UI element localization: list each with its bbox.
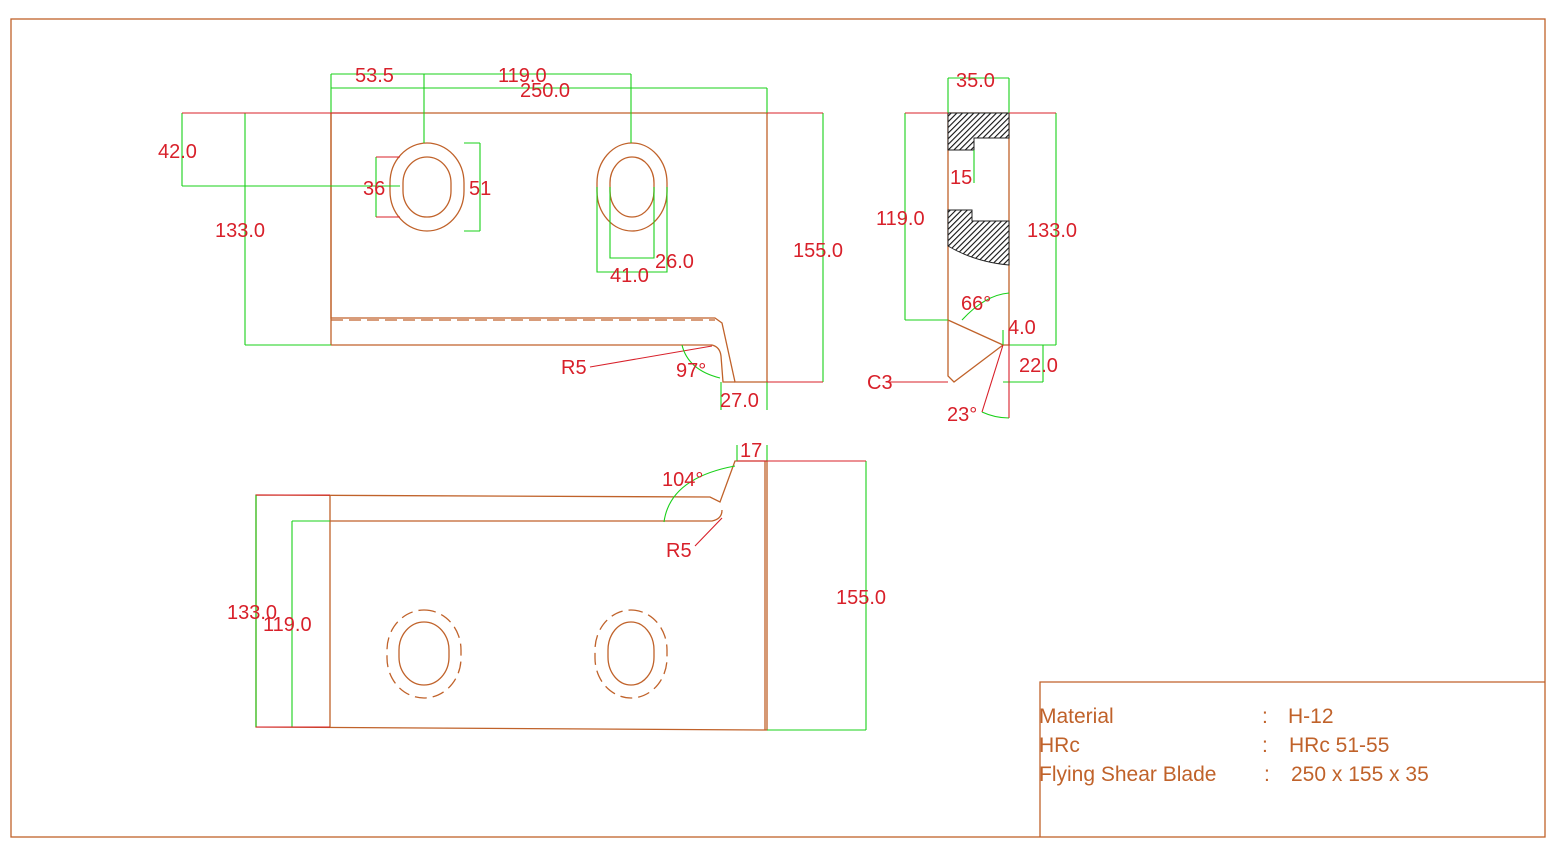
bottom-slot-right-outer (594, 609, 668, 699)
bottom-view: 17 104° R5 133.0 119.0 155.0 (227, 440, 886, 731)
bottom-slot-right-inner (607, 621, 655, 686)
dim-text-41: 41.0 (610, 265, 649, 287)
dim-line-119-bottom (291, 520, 330, 727)
dim-text-26: 26.0 (655, 251, 694, 273)
dim-text-r5: R5 (561, 357, 587, 379)
title-row-hrc-label: HRc (1039, 734, 1080, 757)
dim-text-119: 119.0 (498, 65, 547, 87)
dim-line-41-26 (596, 187, 668, 273)
slot-left-inner (402, 156, 452, 218)
dim-line-119 (424, 73, 632, 143)
dim-text-51: 51 (469, 178, 491, 200)
side-view-bevel (947, 319, 1004, 346)
title-row-hrc-value: HRc 51-55 (1289, 734, 1389, 757)
dim-text-42: 42.0 (158, 141, 197, 163)
front-view: 53.5 119.0 250.0 42.0 36 51 133.0 155.0 … (158, 65, 843, 412)
dim-line-36-51 (375, 142, 481, 232)
dim-text-c3: C3 (867, 372, 893, 394)
dim-line-27 (720, 382, 768, 410)
dim-text-119-bottom: 119.0 (263, 614, 312, 636)
dim-text-97: 97° (676, 360, 706, 382)
sheet-border (10, 18, 1546, 838)
title-row-part-label: Flying Shear Blade (1039, 763, 1216, 786)
dim-line-119-side (904, 113, 948, 321)
angle-arc-66 (961, 292, 1010, 321)
title-row-material-sep: : (1262, 705, 1268, 728)
slot-right-outer (596, 142, 668, 232)
dim-text-17: 17 (740, 440, 762, 462)
side-view: 35.0 15 119.0 133.0 66° 4.0 22.0 C3 23° (867, 70, 1077, 426)
dim-line-133-side (1009, 113, 1057, 346)
bottom-view-outline (255, 460, 768, 731)
dim-line-133 (244, 113, 331, 346)
dim-text-23: 23° (947, 404, 977, 426)
dim-text-22: 22.0 (1019, 355, 1058, 377)
dim-line-22 (1003, 345, 1044, 383)
dim-text-r5-bottom: R5 (666, 540, 692, 562)
bottom-slot-left-inner (398, 621, 450, 686)
dim-text-155-bottom: 155.0 (836, 587, 886, 609)
side-view-hatch-top (947, 112, 1010, 151)
title-block-frame (1039, 681, 1545, 837)
dim-line-42 (181, 112, 400, 187)
bottom-slot-left-outer (386, 609, 462, 699)
front-view-outline (330, 112, 768, 383)
dim-line-35 (947, 77, 1010, 113)
slot-left-outer (389, 142, 465, 232)
title-block: Material : H-12 HRc : HRc 51-55 Flying S… (1039, 681, 1545, 837)
front-view-lower-edge (331, 344, 735, 383)
title-row-material-label: Material (1039, 705, 1114, 728)
dim-text-250: 250.0 (520, 80, 570, 102)
dim-text-15: 15 (950, 167, 972, 189)
dim-text-36: 36 (363, 178, 385, 200)
dim-text-155: 155.0 (793, 240, 843, 262)
dim-line-155-bottom (767, 461, 867, 731)
leader-lines-bottom (256, 460, 866, 728)
angle-arc-104 (663, 465, 736, 523)
title-row-part-value: 250 x 155 x 35 (1291, 763, 1429, 786)
dim-text-53-5: 53.5 (355, 65, 394, 87)
title-row-hrc-sep: : (1262, 734, 1268, 757)
leader-lines-side (886, 112, 1056, 418)
side-view-hatch-mid (947, 209, 1010, 266)
dim-text-104: 104° (662, 469, 703, 491)
angle-arc-97 (681, 344, 721, 379)
dim-text-27: 27.0 (720, 390, 759, 412)
slot-right-inner (609, 156, 655, 218)
dim-line-250 (331, 87, 768, 113)
angle-arc-23 (981, 411, 1010, 419)
dim-text-133-bottom: 133.0 (227, 602, 277, 624)
dim-text-35: 35.0 (956, 70, 995, 92)
dim-line-17 (736, 445, 768, 461)
dim-text-133-side: 133.0 (1027, 220, 1077, 242)
title-row-material-value: H-12 (1288, 705, 1334, 728)
dim-text-133: 133.0 (215, 220, 265, 242)
dim-text-119-side: 119.0 (876, 208, 925, 230)
leader-lines-front (182, 112, 823, 383)
bottom-view-upper-edge (330, 509, 723, 522)
title-row-part-sep: : (1264, 763, 1270, 786)
dim-text-66: 66° (961, 293, 991, 315)
dim-text-4: 4.0 (1008, 317, 1036, 339)
dim-line-53-5 (330, 73, 425, 143)
